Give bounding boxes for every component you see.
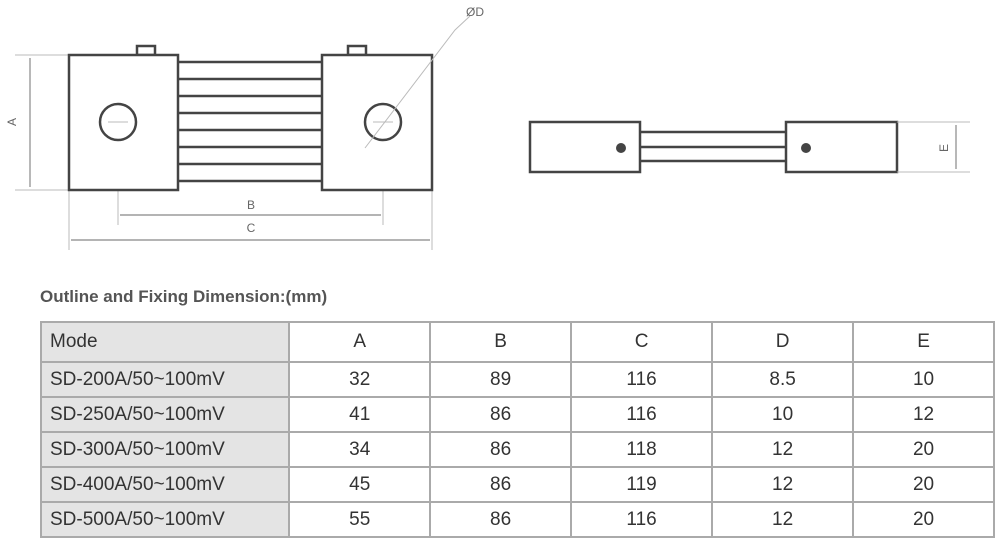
side-view: E [528,120,970,174]
cell-e: 20 [852,431,995,468]
cell-d: 12 [711,431,855,468]
header-a: A [288,321,432,363]
cell-mode: SD-250A/50~100mV [39,396,291,433]
cell-b: 86 [429,396,573,433]
header-e: E [852,321,995,363]
cell-mode: SD-500A/50~100mV [39,501,291,538]
cell-c: 119 [570,466,714,503]
cell-a: 32 [288,361,432,398]
header-c: C [570,321,714,363]
cell-c: 116 [570,396,714,433]
header-mode: Mode [39,321,291,363]
table-row: SD-300A/50~100mV 34 86 118 12 20 [39,431,995,468]
cell-e: 10 [852,361,995,398]
terminal-screw-right [346,44,368,57]
cell-a: 41 [288,396,432,433]
shunt-dimension-drawing: ØD A B C E [5,5,970,250]
cell-a: 34 [288,431,432,468]
cell-c: 116 [570,501,714,538]
cell-b: 86 [429,501,573,538]
side-block-right [784,120,899,174]
dimension-label-a: A [5,118,19,126]
cell-c: 118 [570,431,714,468]
table-row: SD-500A/50~100mV 55 86 116 12 20 [39,501,995,538]
resistor-bars [178,60,322,183]
dimension-label-b: B [247,198,255,212]
cell-d: 12 [711,466,855,503]
cell-e: 20 [852,466,995,503]
table-row: SD-250A/50~100mV 41 86 116 10 12 [39,396,995,433]
table-title: Outline and Fixing Dimension:(mm) [40,287,328,306]
cell-d: 12 [711,501,855,538]
cell-a: 55 [288,501,432,538]
cell-b: 86 [429,431,573,468]
terminal-screw-left [135,44,157,57]
header-d: D [711,321,855,363]
dimension-label-c: C [247,221,256,235]
table-row: SD-200A/50~100mV 32 89 116 8.5 10 [39,361,995,398]
top-view: ØD A B C [5,5,484,250]
cell-d: 8.5 [711,361,855,398]
dimension-label-d: ØD [466,5,484,19]
cell-b: 89 [429,361,573,398]
cell-a: 45 [288,466,432,503]
dimension-label-e: E [937,144,951,152]
header-b: B [429,321,573,363]
cell-mode: SD-400A/50~100mV [39,466,291,503]
cell-d: 10 [711,396,855,433]
table-row: SD-400A/50~100mV 45 86 119 12 20 [39,466,995,503]
table-header-row: Mode A B C D E [39,321,995,363]
cell-mode: SD-200A/50~100mV [39,361,291,398]
cell-e: 20 [852,501,995,538]
cell-c: 116 [570,361,714,398]
cell-b: 86 [429,466,573,503]
cell-e: 12 [852,396,995,433]
dimension-table: Mode A B C D E SD-200A/50~100mV 32 89 11… [39,321,995,538]
cell-mode: SD-300A/50~100mV [39,431,291,468]
